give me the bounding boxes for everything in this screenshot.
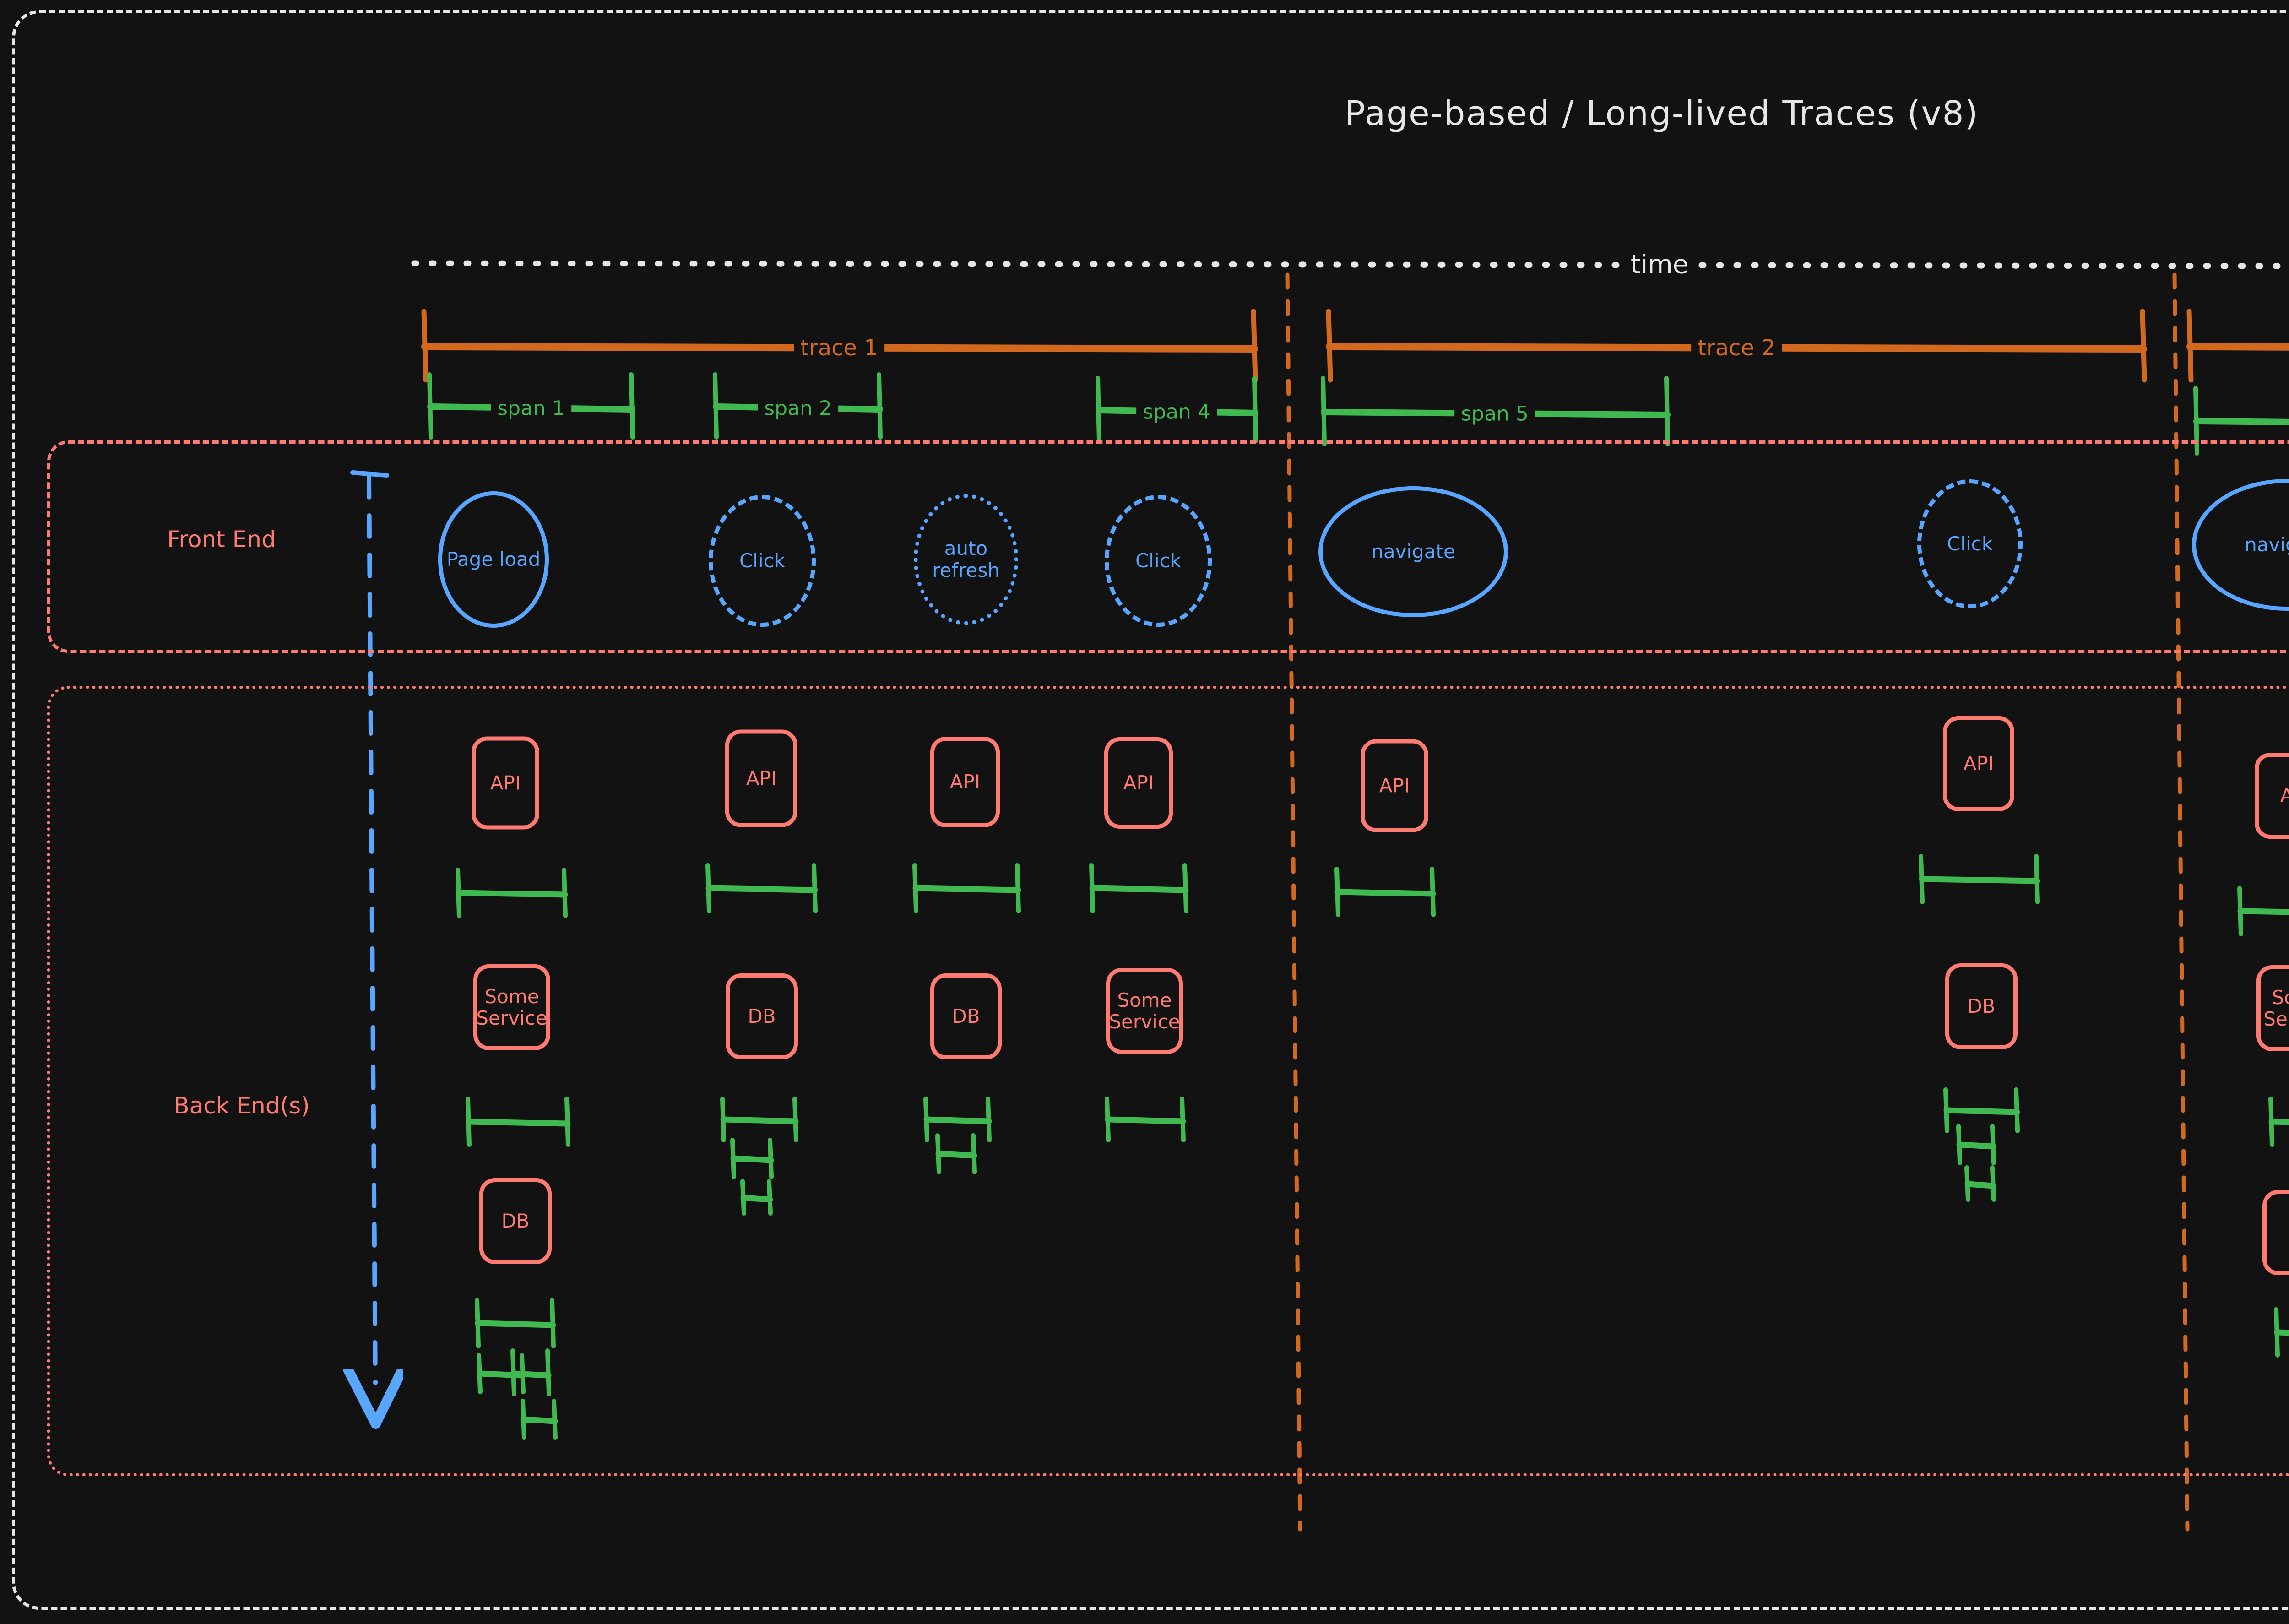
backend-node-label: API [949, 771, 981, 793]
frontend-event-label: auto refresh [932, 537, 1000, 581]
span-label-2: span 2 [758, 396, 838, 420]
backend-node-api-1[interactable]: API [472, 736, 539, 830]
time-axis-label: time [1624, 250, 1695, 280]
back-end-zone-label: Back End(s) [174, 1092, 310, 1119]
backend-node-label: Some Service [1109, 989, 1180, 1033]
outer-frame [12, 10, 2289, 1610]
frontend-event-label: navigate [2245, 533, 2289, 556]
backend-node-label: API [2280, 784, 2289, 807]
backend-node-db-4[interactable]: DB [1945, 963, 2018, 1049]
backend-node-api-4[interactable]: API [1104, 737, 1173, 829]
backend-node-api-5[interactable]: API [1361, 739, 1428, 832]
span-label-4: span 5 [1454, 402, 1535, 426]
backend-node-label: DB [748, 1005, 776, 1028]
flow-arrow-down [353, 470, 387, 1383]
backend-node-db-5[interactable]: DB [2262, 1190, 2289, 1275]
trace-label-1: trace 1 [794, 335, 884, 361]
frontend-event-label: Click [1135, 549, 1182, 572]
backend-node-label: DB [1967, 995, 1996, 1018]
backend-node-api-6[interactable]: API [1943, 716, 2014, 811]
backend-node-some-service-1[interactable]: Some Service [473, 964, 550, 1050]
frontend-event-click-3[interactable]: Click [1917, 479, 2023, 608]
backend-span-bars [456, 854, 2289, 1440]
frontend-event-click-2[interactable]: Click [1105, 495, 1212, 627]
back-end-zone [47, 686, 2289, 1476]
page-title: Page-based / Long-lived Traces (v8) [1345, 94, 1979, 133]
backend-node-label: Some Service [2263, 986, 2289, 1030]
backend-node-some-service-2[interactable]: Some Service [1106, 968, 1183, 1054]
trace-bar-3 [2186, 309, 2289, 383]
backend-node-db-1[interactable]: DB [479, 1178, 552, 1264]
backend-node-label: API [746, 767, 777, 790]
frontend-event-click-1[interactable]: Click [709, 495, 816, 627]
frontend-event-auto-refresh[interactable]: auto refresh [914, 494, 1018, 625]
frontend-event-label: Click [1947, 532, 1993, 555]
backend-node-api-7[interactable]: API [2255, 753, 2289, 839]
backend-node-label: API [1123, 771, 1154, 794]
backend-node-label: API [490, 771, 521, 794]
backend-node-label: API [1379, 774, 1410, 797]
backend-node-api-3[interactable]: API [930, 737, 1000, 827]
front-end-zone-label: Front End [167, 526, 276, 553]
frontend-event-page-load[interactable]: Page load [438, 491, 549, 628]
frontend-event-label: Click [739, 549, 786, 572]
span-label-1: span 1 [491, 396, 571, 420]
backend-node-label: API [1963, 752, 1994, 775]
backend-node-label: Some Service [476, 985, 548, 1029]
frontend-event-navigate-1[interactable]: navigate [1318, 486, 1508, 617]
backend-node-api-2[interactable]: API [725, 729, 797, 827]
backend-node-label: DB [952, 1005, 980, 1028]
span-label-3: span 4 [1136, 400, 1217, 424]
time-axis [411, 260, 2289, 269]
front-end-zone [47, 440, 2289, 653]
frontend-event-label: Page load [446, 548, 541, 570]
backend-node-some-service-3[interactable]: Some Service [2256, 965, 2289, 1051]
trace-label-2: trace 2 [1691, 335, 1782, 361]
backend-node-db-3[interactable]: DB [930, 973, 1002, 1059]
backend-node-label: DB [501, 1210, 530, 1233]
trace-dividers [1285, 272, 2190, 1532]
backend-node-db-2[interactable]: DB [726, 973, 798, 1059]
frontend-event-label: navigate [1371, 540, 1455, 563]
